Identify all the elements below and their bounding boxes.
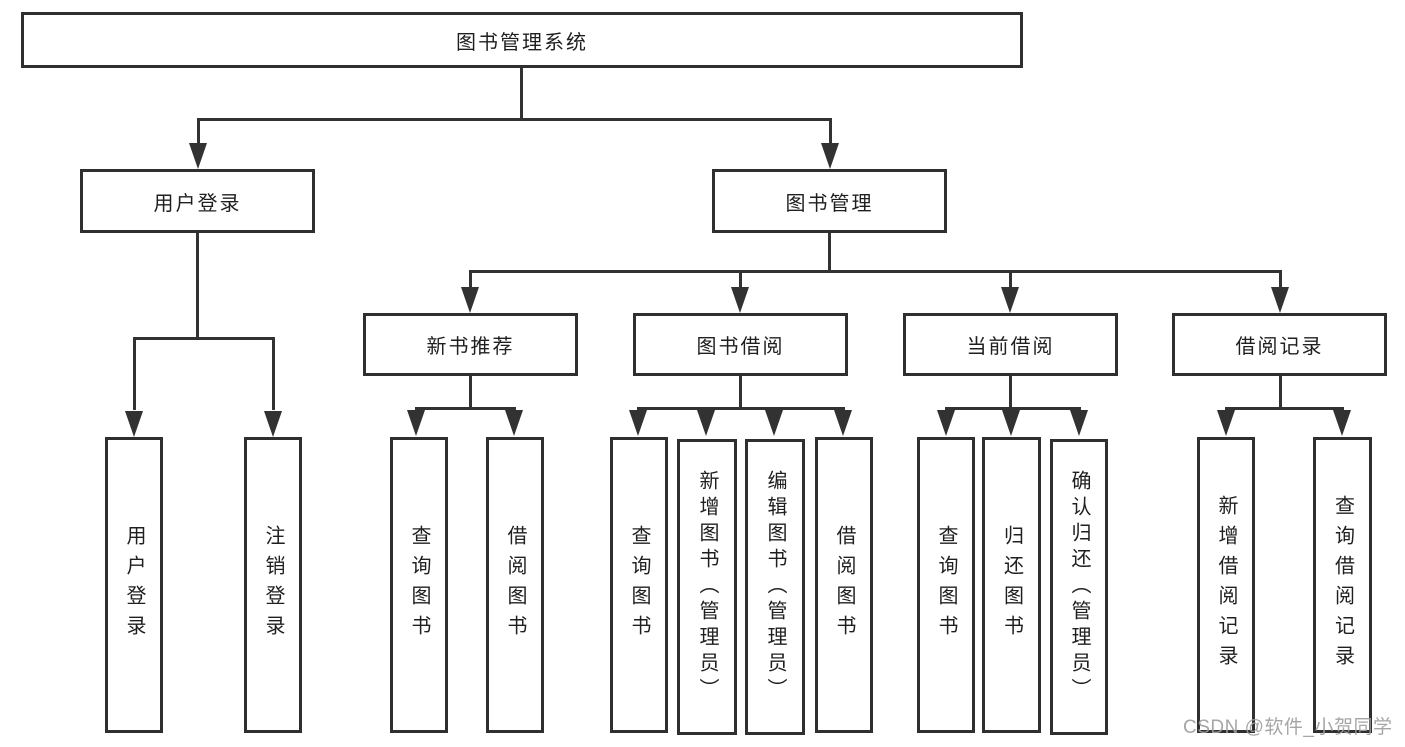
- arrowhead-down-icon: [461, 287, 479, 313]
- arrowhead-down-icon: [834, 410, 852, 436]
- leaf-borrow-books-borrowing: 借阅图书: [815, 437, 873, 733]
- node-root: 图书管理系统: [21, 12, 1023, 68]
- connector-line: [1225, 407, 1344, 410]
- leaf-add-book-admin: 新增图书（管理员）: [677, 439, 737, 735]
- node-book-management: 图书管理: [712, 169, 947, 233]
- connector-line: [1279, 273, 1282, 287]
- arrowhead-down-icon: [731, 287, 749, 313]
- connector-line: [829, 121, 832, 143]
- arrowhead-down-icon: [407, 410, 425, 436]
- connector-line: [197, 121, 200, 143]
- leaf-confirm-return-admin: 确认归还（管理员）: [1050, 439, 1108, 735]
- leaf-query-books-recommend: 查询图书: [390, 437, 448, 733]
- leaf-edit-book-admin: 编辑图书（管理员）: [745, 439, 805, 735]
- arrowhead-down-icon: [1333, 410, 1351, 436]
- leaf-return-books-label: 归还图书: [1000, 525, 1023, 645]
- leaf-borrow-books-recommend: 借阅图书: [486, 437, 544, 733]
- connector-line: [415, 407, 516, 410]
- leaf-add-borrow-record: 新增借阅记录: [1197, 437, 1255, 733]
- leaf-edit-book-admin-label: 编辑图书（管理员）: [764, 470, 786, 704]
- leaf-logout: 注销登录: [244, 437, 302, 733]
- connector-line: [828, 233, 831, 270]
- csdn-watermark: CSDN @软件_小贺同学: [1183, 717, 1393, 738]
- leaf-borrow-books-recommend-label: 借阅图书: [504, 525, 526, 645]
- leaf-logout-label: 注销登录: [262, 525, 284, 645]
- leaf-query-borrow-record-label: 查询借阅记录: [1331, 495, 1354, 675]
- node-new-book-recommend-label: 新书推荐: [426, 336, 515, 358]
- connector-line: [637, 407, 845, 410]
- node-current-borrowing-label: 当前借阅: [966, 336, 1055, 358]
- arrowhead-down-icon: [1002, 410, 1020, 436]
- node-book-borrowing: 图书借阅: [633, 313, 848, 376]
- node-current-borrowing: 当前借阅: [903, 313, 1118, 376]
- arrowhead-down-icon: [821, 143, 839, 169]
- connector-line: [469, 376, 472, 407]
- connector-line: [133, 340, 136, 410]
- leaf-user-login-label: 用户登录: [123, 525, 145, 645]
- arrowhead-down-icon: [697, 410, 715, 436]
- node-borrowing-records-label: 借阅记录: [1235, 336, 1324, 358]
- leaf-query-books-borrowing-label: 查询图书: [628, 525, 650, 645]
- node-user-login: 用户登录: [80, 169, 315, 233]
- leaf-user-login: 用户登录: [105, 437, 163, 733]
- leaf-query-books-borrowing: 查询图书: [610, 437, 668, 733]
- arrowhead-down-icon: [1001, 287, 1019, 313]
- connector-line: [520, 68, 523, 118]
- leaf-return-books: 归还图书: [982, 437, 1041, 733]
- node-book-borrowing-label: 图书借阅: [696, 336, 785, 358]
- connector-line: [133, 337, 275, 340]
- leaf-add-borrow-record-label: 新增借阅记录: [1215, 495, 1237, 675]
- connector-line: [469, 270, 1282, 273]
- arrowhead-down-icon: [189, 143, 207, 169]
- leaf-borrow-books-borrowing-label: 借阅图书: [833, 525, 855, 645]
- connector-line: [1279, 376, 1282, 407]
- arrowhead-down-icon: [1217, 410, 1235, 436]
- node-root-label: 图书管理系统: [456, 31, 588, 54]
- connector-line: [197, 118, 832, 121]
- arrowhead-down-icon: [1271, 287, 1289, 313]
- leaf-confirm-return-admin-label: 确认归还（管理员）: [1068, 470, 1090, 704]
- leaf-query-borrow-record: 查询借阅记录: [1313, 437, 1372, 733]
- connector-line: [1009, 376, 1012, 407]
- connector-line: [945, 407, 1081, 410]
- connector-line: [196, 233, 199, 337]
- connector-line: [272, 340, 275, 410]
- node-borrowing-records: 借阅记录: [1172, 313, 1387, 376]
- leaf-add-book-admin-label: 新增图书（管理员）: [696, 470, 718, 704]
- leaf-query-books-current-label: 查询图书: [935, 525, 957, 645]
- arrowhead-down-icon: [937, 410, 955, 436]
- connector-line: [739, 273, 742, 287]
- connector-line: [1009, 273, 1012, 287]
- connector-line: [469, 273, 472, 287]
- node-user-login-label: 用户登录: [153, 192, 242, 215]
- connector-line: [739, 376, 742, 407]
- arrowhead-down-icon: [629, 410, 647, 436]
- arrowhead-down-icon: [1070, 410, 1088, 436]
- arrowhead-down-icon: [264, 411, 282, 437]
- arrowhead-down-icon: [765, 410, 783, 436]
- leaf-query-books-recommend-label: 查询图书: [408, 525, 430, 645]
- leaf-query-books-current: 查询图书: [917, 437, 975, 733]
- arrowhead-down-icon: [125, 411, 143, 437]
- node-book-management-label: 图书管理: [785, 192, 874, 215]
- node-new-book-recommend: 新书推荐: [363, 313, 578, 376]
- arrowhead-down-icon: [505, 410, 523, 436]
